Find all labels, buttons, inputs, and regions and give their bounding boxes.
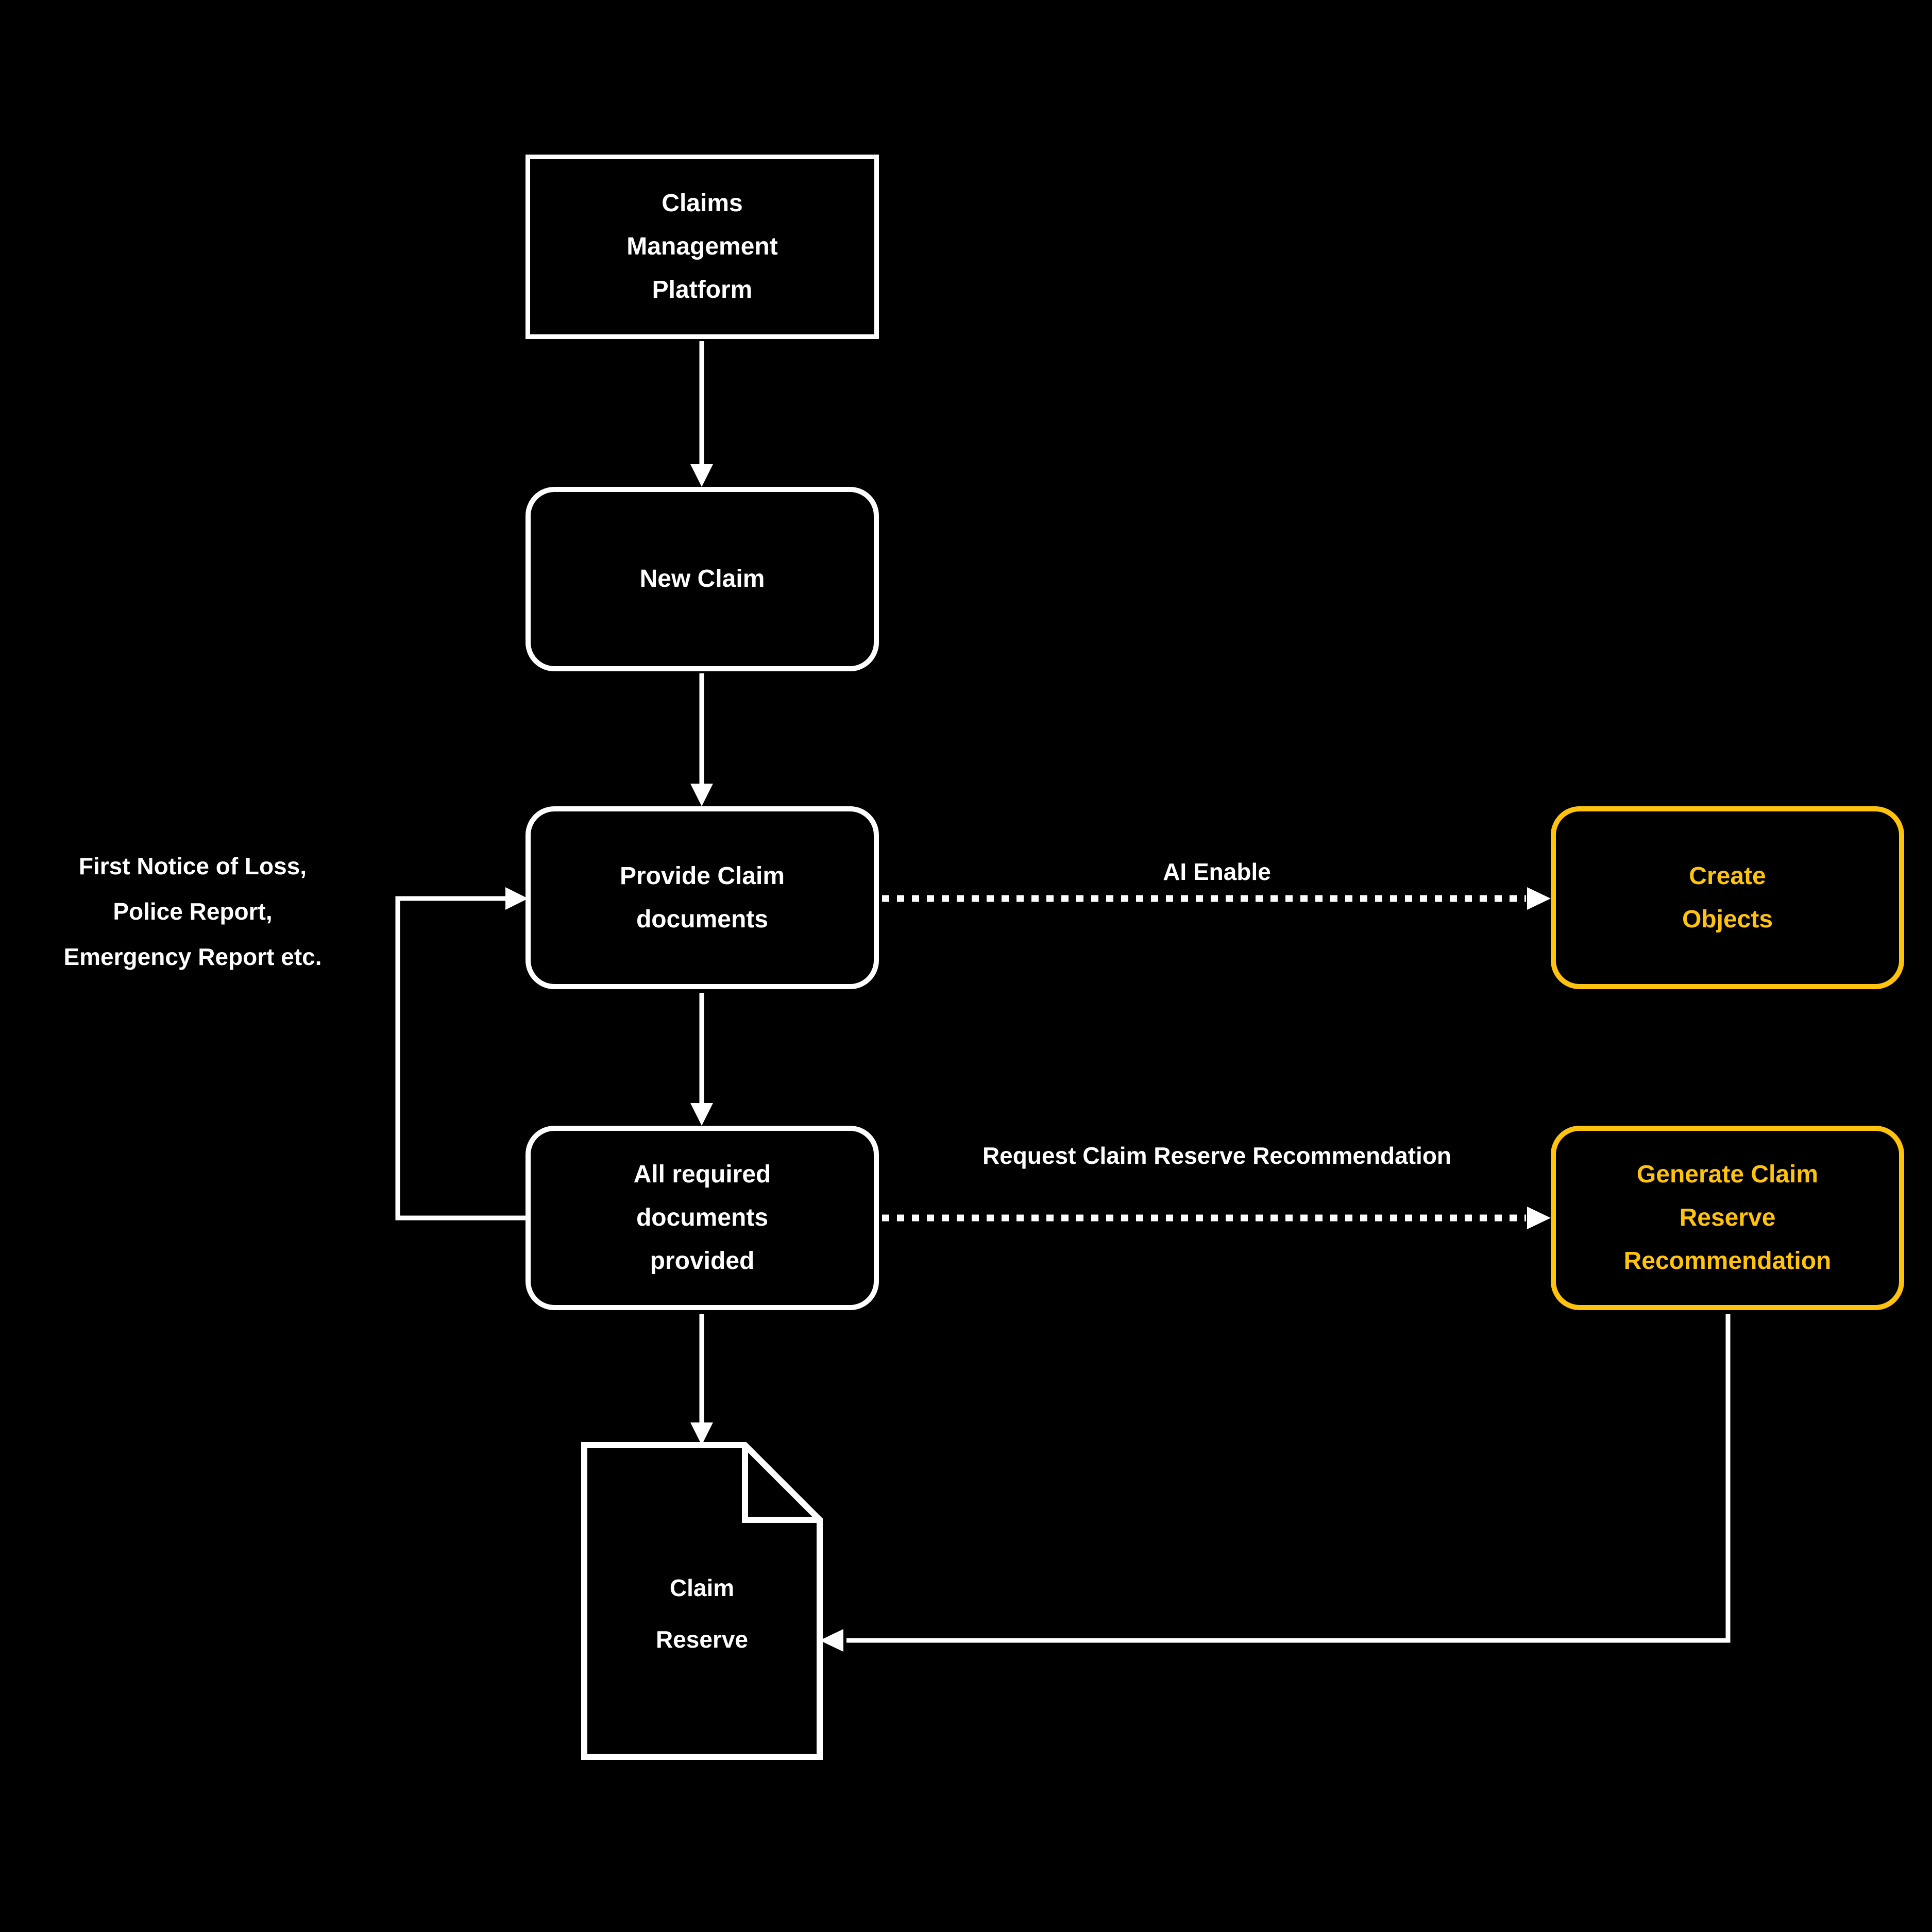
annotation-input-documents: First Notice of Loss, Police Report, Eme… (63, 853, 322, 970)
node-generate-claim-reserve-recommendation: Generate Claim Reserve Recommendation (1551, 1126, 1904, 1310)
node-new-claim: New Claim (526, 487, 879, 671)
dotted-arrow-ai-enable (882, 887, 1551, 910)
arrow-newclaim-to-provide (690, 673, 713, 806)
arrow-provide-to-alldocs (690, 993, 713, 1126)
document-shape-claim-reserve (581, 1442, 823, 1760)
arrow-generate-to-claimreserve (820, 1314, 1731, 1652)
node-claims-management-platform: Claims Management Platform (526, 155, 879, 339)
arrow-claims-to-newclaim (690, 341, 713, 487)
node-provide-claim-documents: Provide Claim documents (526, 806, 879, 989)
node-create-objects: Create Objects (1551, 806, 1904, 989)
node-claim-reserve-document-label: Claim Reserve (655, 1574, 749, 1653)
edge-label-request-claim-reserve-recommendation: Request Claim Reserve Recommendation (982, 1142, 1452, 1169)
loop-alldocs-to-provide (395, 887, 528, 1221)
node-all-required-documents-provided: All required documents provided (526, 1126, 879, 1310)
arrow-alldocs-to-claimreserve (690, 1314, 713, 1445)
dotted-arrow-request-recommendation (882, 1207, 1551, 1229)
edge-label-ai-enable: AI Enable (1163, 858, 1271, 885)
